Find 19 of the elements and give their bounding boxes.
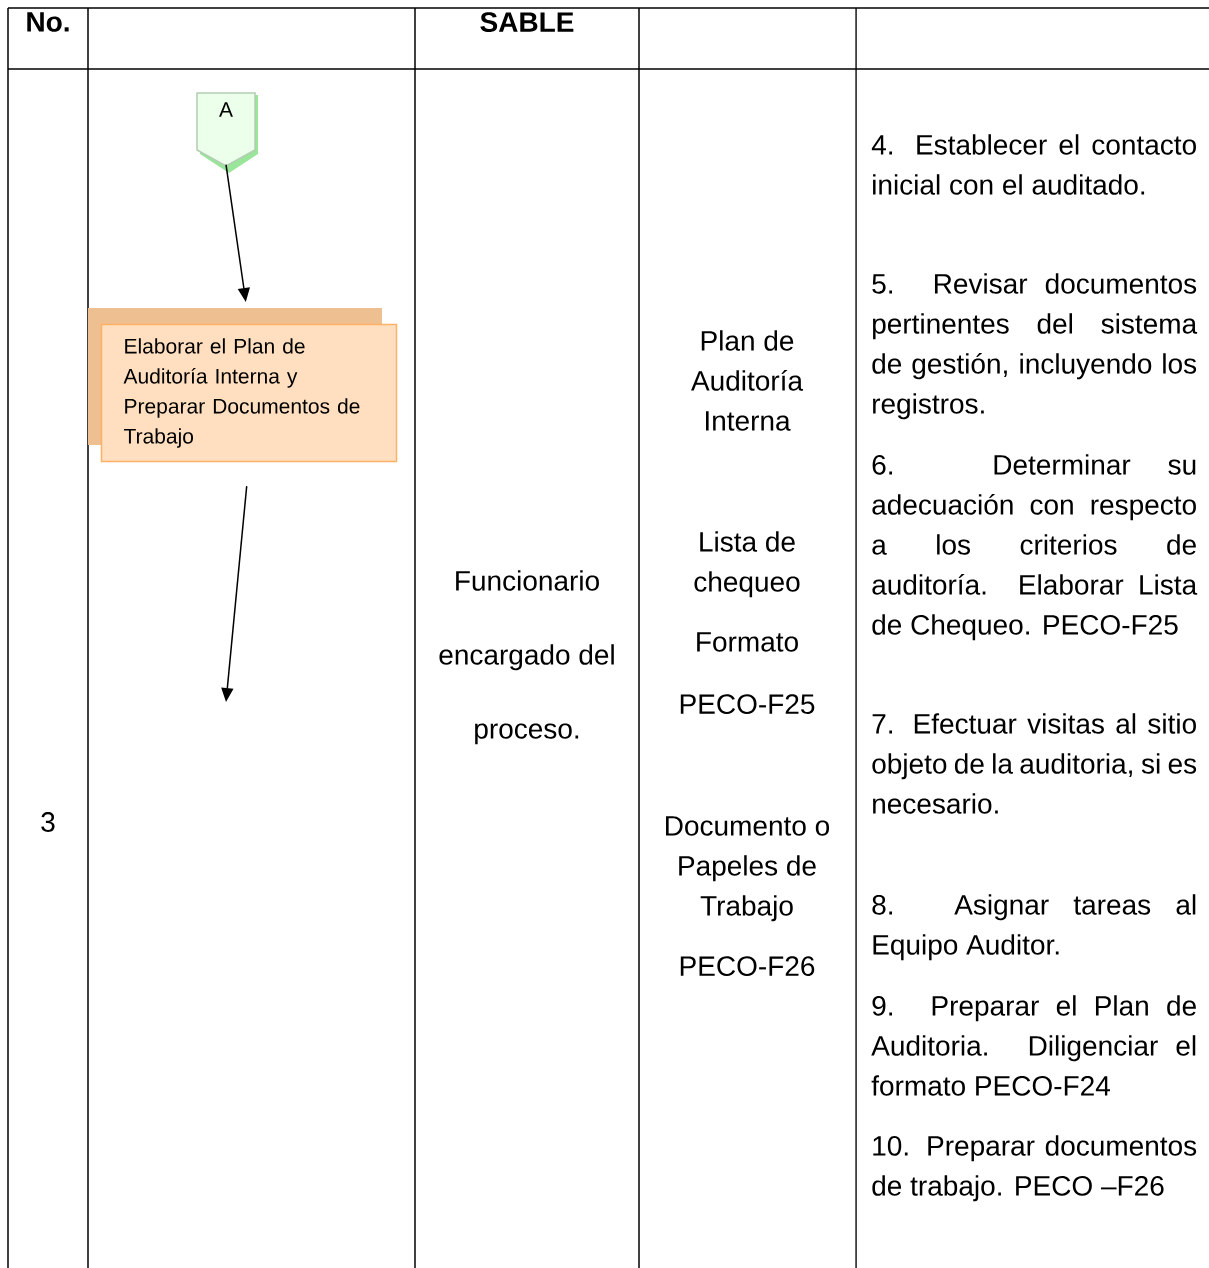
table-cell-text: Lista de chequeo <box>694 531 800 598</box>
table-cell-text: Formato <box>697 632 798 652</box>
table-cell-text: 6. Determinar su adecuación con respecto a los criterios de auditoría. Elaborar Lista de Chequeo. PECO-F25 <box>872 454 1198 641</box>
table-cell-text: 4. Establecer el contacto inicial con el auditado. <box>871 134 1196 195</box>
table-cell-text: 8. Asignar tareas al Equipo Auditor. <box>872 894 1196 961</box>
table-cell-text: 10. Preparar documentos de trabajo. PECO –F26 <box>872 1135 1197 1202</box>
table-cell-text: Documento o Papeles de Trabajo <box>666 816 830 922</box>
table-cell-text: SABLE <box>480 12 574 32</box>
table-cell-text: Plan de Auditoría Interna <box>691 330 804 431</box>
table-cell-text: PECO-F25 <box>680 694 815 714</box>
table-cell-text: 9. Preparar el Plan de Auditoria. Diligenciar el formato PECO-F24 <box>871 995 1196 1096</box>
off-page-connector: A <box>196 92 258 173</box>
table-cell-text: PECO-F26 <box>680 956 815 976</box>
table-cell-text: Funcionario encargado del proceso. <box>439 570 614 745</box>
table-cell-text: 3 <box>41 812 55 832</box>
table-cell-text: No. <box>27 12 69 32</box>
process-box: Elaborar el Plan de Auditoría Interna y Preparar Documentos de Trabajo <box>88 308 398 463</box>
table-cell-text: 7. Efectuar visitas al sitio objeto de la auditoria, si es necesario. <box>872 713 1197 814</box>
table-cell-text: 5. Revisar documentos pertinentes del sistema de gestión, incluyendo los registros. <box>872 273 1198 420</box>
